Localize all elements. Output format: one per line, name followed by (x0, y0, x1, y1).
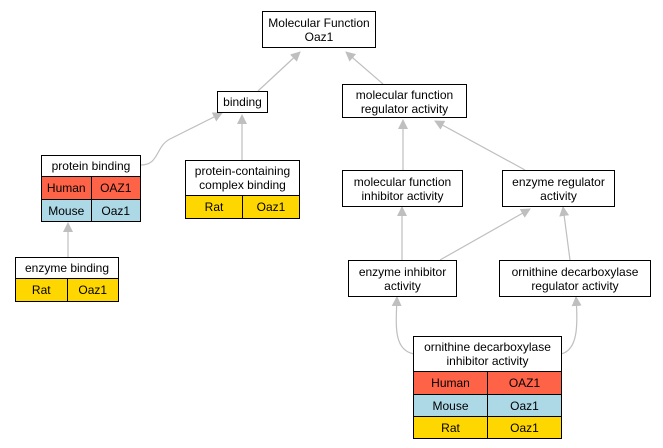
edge-protein-binding-to-binding (140, 112, 223, 166)
gene-cell: Oaz1 (242, 196, 299, 218)
node-ornithine-decarboxylase-inhibitor-activity[interactable]: ornithine decarboxylase inhibitor activi… (413, 336, 562, 439)
edge-mf-regulator-to-root (345, 51, 384, 85)
node-enzyme-binding[interactable]: enzyme binding Rat Oaz1 (15, 257, 119, 302)
node-label: molecular function inhibitor activity (353, 175, 452, 203)
annotation-row-human: Human OAZ1 (414, 372, 561, 394)
gene-cell: Oaz1 (487, 395, 561, 416)
gene-cell: Oaz1 (66, 279, 119, 301)
edge-odc-inhibitor-to-odc-regulator (560, 296, 582, 355)
gene-cell: OAZ1 (487, 372, 561, 394)
node-enzyme-inhibitor-activity[interactable]: enzyme inhibitor activity (348, 260, 457, 297)
gene-cell: OAZ1 (90, 177, 141, 199)
edge-odc-regulator-to-enzyme-regulator (559, 206, 571, 261)
node-label: Molecular Function Oaz1 (268, 16, 370, 44)
species-cell: Rat (204, 200, 224, 214)
node-binding[interactable]: binding (217, 91, 268, 113)
node-molecular-function-inhibitor-activity[interactable]: molecular function inhibitor activity (342, 170, 463, 207)
node-label: protein-containing complex binding (186, 161, 299, 196)
species-cell: Human (431, 376, 470, 390)
annotation-row-rat: Rat Oaz1 (186, 196, 299, 218)
gene-cell: Oaz1 (90, 200, 141, 221)
node-label: enzyme binding (16, 258, 118, 279)
gene-cell: Oaz1 (487, 417, 561, 438)
annotation-row-mouse: Mouse Oaz1 (42, 199, 140, 221)
species-cell: Mouse (432, 398, 469, 413)
node-label: ornithine decarboxylase inhibitor activi… (414, 337, 561, 372)
node-protein-binding[interactable]: protein binding Human OAZ1 Mouse Oaz1 (41, 155, 141, 222)
annotation-row-mouse: Mouse Oaz1 (414, 394, 561, 416)
edge-enzyme-inhibitor-to-enzyme-regulator (439, 208, 531, 261)
node-label: molecular function regulator activity (355, 88, 454, 116)
node-molecular-function-oaz1[interactable]: Molecular Function Oaz1 (262, 11, 376, 48)
species-cell: Mouse (48, 203, 85, 218)
species-cell: Rat (31, 283, 51, 297)
edge-enzyme-regulator-to-mf-regulator (434, 120, 526, 171)
species-cell: Rat (441, 420, 460, 435)
node-label: enzyme regulator activity (512, 175, 605, 203)
edge-binding-to-root (257, 51, 301, 92)
annotation-row-human: Human OAZ1 (42, 177, 140, 199)
species-cell: Human (46, 181, 86, 195)
node-label: ornithine decarboxylase regulator activi… (511, 265, 639, 293)
node-ornithine-decarboxylase-regulator-activity[interactable]: ornithine decarboxylase regulator activi… (499, 260, 651, 297)
node-label: binding (223, 95, 262, 109)
edge-odc-inhibitor-to-enzyme-inhibitor (391, 296, 415, 355)
node-molecular-function-regulator-activity[interactable]: molecular function regulator activity (342, 84, 467, 118)
annotation-row-rat: Rat Oaz1 (16, 279, 118, 301)
node-label: enzyme inhibitor activity (358, 265, 447, 293)
node-label: protein binding (42, 156, 140, 177)
node-protein-containing-complex-binding[interactable]: protein-containing complex binding Rat O… (185, 160, 300, 219)
node-enzyme-regulator-activity[interactable]: enzyme regulator activity (502, 170, 615, 207)
annotation-row-rat: Rat Oaz1 (414, 416, 561, 438)
